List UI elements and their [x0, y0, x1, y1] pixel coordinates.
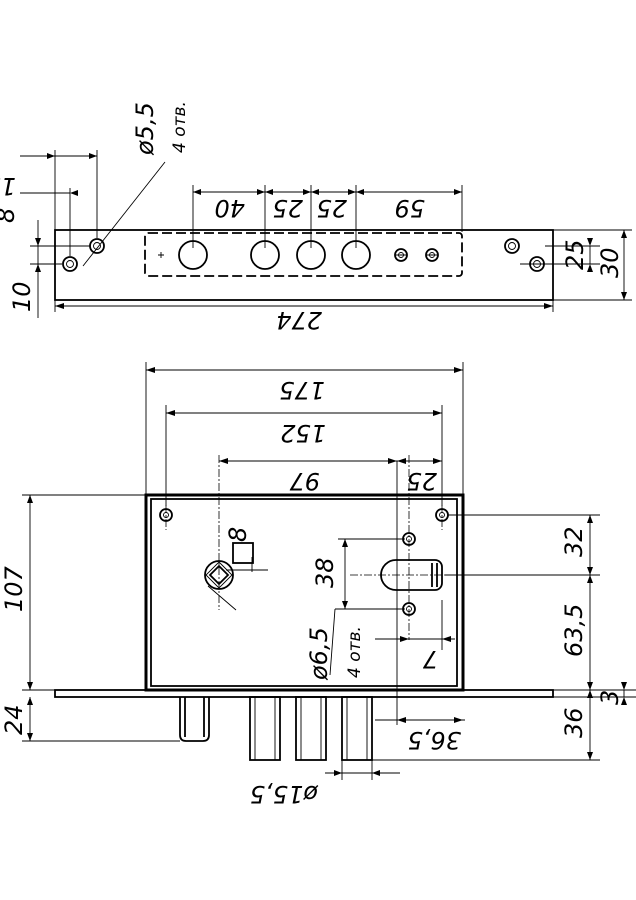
dim-63-5: 63,5	[560, 604, 588, 657]
dead-bolt-3	[341, 696, 373, 761]
dim-32: 32	[560, 526, 588, 557]
dead-bolt-1	[249, 696, 281, 761]
latch-bolt	[179, 697, 210, 742]
dim-25-height: 25	[561, 239, 589, 270]
dim-10: 10	[8, 281, 36, 312]
dim-24: 24	[0, 704, 28, 735]
lock-case-inner	[150, 498, 458, 687]
dim-15: 15	[0, 172, 16, 200]
dim-25-a: 25	[272, 194, 303, 222]
dim-7: 7	[422, 645, 438, 673]
dim-175: 175	[279, 376, 325, 404]
note-4-holes-body: 4 отв.	[345, 626, 365, 678]
dim-3: 3	[596, 690, 624, 705]
mount-hole-2	[89, 238, 105, 254]
dim-274: 274	[276, 306, 322, 334]
dim-152: 152	[280, 419, 326, 447]
faceplate-strip: 15 8 10 ø5,5 4 отв. 40 25 25 59 25 30 27…	[0, 101, 632, 334]
dim-36-5: 36,5	[408, 726, 461, 754]
dim-36: 36	[560, 707, 588, 738]
dim-38: 38	[311, 557, 339, 588]
cylinder-keyhole	[380, 559, 443, 591]
dim-dia-6-5: ø6,5	[305, 627, 333, 681]
dead-bolt-2	[295, 696, 327, 761]
dim-30-height: 30	[596, 247, 624, 278]
faceplate-outline	[54, 229, 554, 301]
dim-97: 97	[289, 467, 320, 495]
lock-cutout-hidden-outline	[144, 232, 463, 277]
spindle-square	[204, 542, 254, 590]
dim-59: 59	[394, 194, 425, 222]
note-4-holes-strip: 4 отв.	[170, 101, 190, 153]
dim-25-body: 25	[406, 467, 437, 495]
dim-8-square: 8	[224, 527, 252, 542]
mount-hole-3	[504, 238, 520, 254]
dim-dia-5-5: ø5,5	[131, 102, 159, 156]
lock-body: 175 152 97 25 8 38 32 63,5 107 24 36 3 7…	[0, 362, 636, 808]
dim-8-strip: 8	[0, 208, 20, 223]
dim-dia-15-5: ø15,5	[250, 780, 319, 808]
dim-40: 40	[214, 194, 245, 222]
dim-25-b: 25	[316, 194, 347, 222]
mount-hole-1	[62, 256, 78, 272]
dim-107: 107	[0, 565, 28, 612]
